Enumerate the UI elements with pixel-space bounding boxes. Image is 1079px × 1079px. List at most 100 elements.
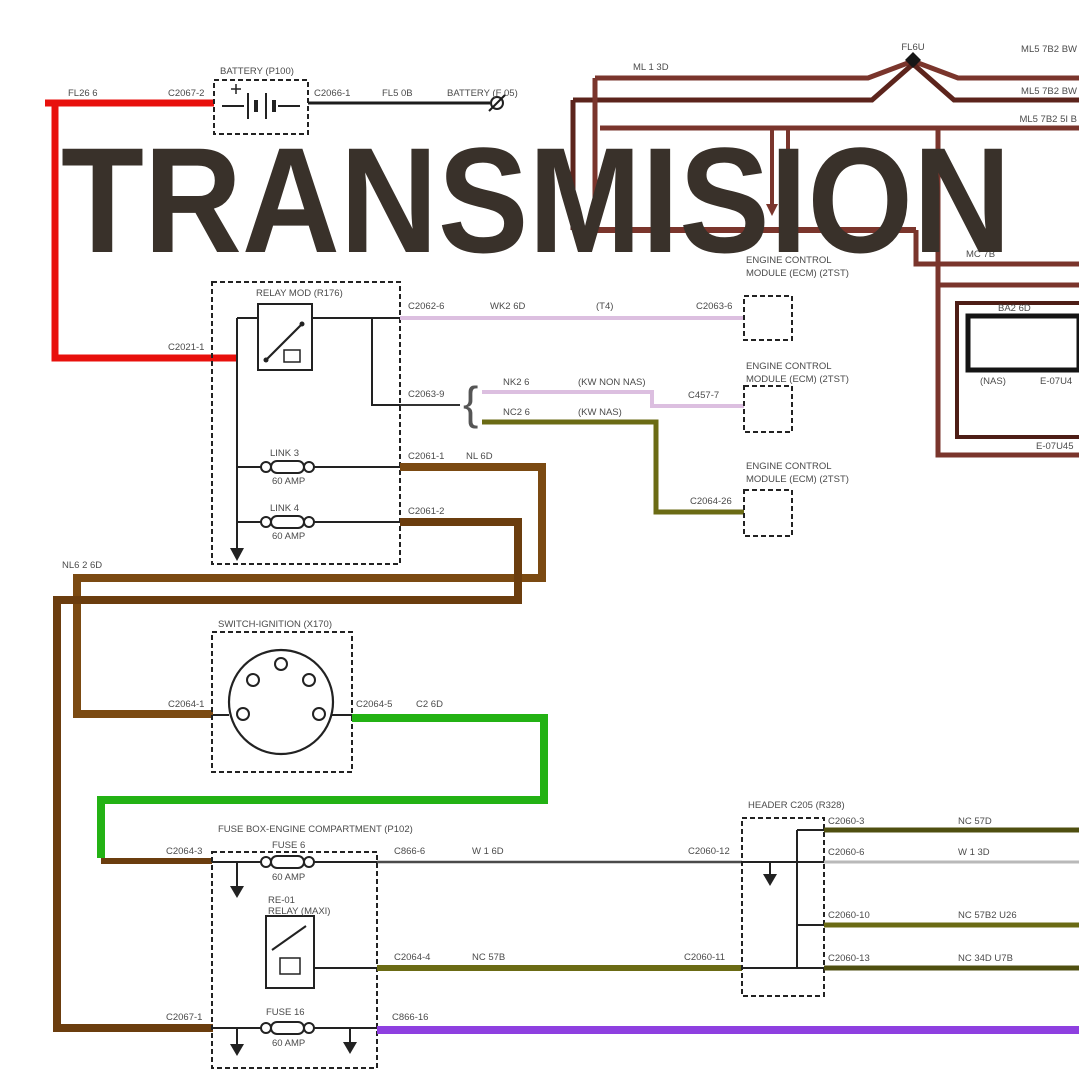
relay-module-box [211, 281, 401, 565]
wire-label-ml57-3: ML5 7B2 5I B [1019, 114, 1077, 125]
ecm-box-1 [743, 295, 793, 341]
transmision-overlay-title: TRANSMISION [61, 116, 1011, 284]
ignition-title: SWITCH-IGNITION (X170) [218, 619, 332, 630]
fuse16-icon [270, 1021, 305, 1035]
brown-feed-to-ignition [73, 463, 546, 718]
wire-label-fl26: FL26 6 [68, 88, 98, 99]
connector-label-c2064-1: C2064-1 [168, 699, 204, 710]
battery-box [213, 79, 309, 135]
connector-label-c2064-3: C2064-3 [166, 846, 202, 857]
connector-label-c866-16: C866-16 [392, 1012, 428, 1023]
wire-label-w16d: W 1 6D [472, 846, 504, 857]
down-arrow-icon [230, 548, 244, 561]
wire-label-nc57b: NC 57B [472, 952, 505, 963]
connector-label-c2063-6: C2063-6 [696, 301, 732, 312]
fuse-end-icon [303, 461, 315, 473]
relay-maxi-title-line1: RE-01 [268, 895, 295, 906]
ground-label-e07u4: E-07U4 [1040, 376, 1072, 387]
wire-label-ml13d: ML 1 3D [633, 62, 669, 73]
connector-label-c2064-26: C2064-26 [690, 496, 732, 507]
relay-coil-icon [283, 349, 301, 363]
fuse-end-icon [303, 1022, 315, 1034]
fuse-end-icon [260, 516, 272, 528]
relay-contact-icon [265, 323, 303, 361]
wire-label-fl50b: FL5 0B [382, 88, 413, 99]
olive-wire-ecm3 [482, 419, 744, 515]
wire-label-c26d: C2 6D [416, 699, 443, 710]
header-out-stubs [797, 829, 824, 969]
wire-label-ba26d: BA2 6D [998, 303, 1031, 314]
terminal-label: BATTERY (F 05) [447, 88, 518, 99]
connector-label-c2060-12: C2060-12 [688, 846, 730, 857]
header-c205: HEADER C205 (R328) C2060-12 C2060-11 C20… [684, 800, 1079, 997]
connector-label-c2060-11: C2060-11 [684, 952, 725, 963]
ecm3-title-line1: ENGINE CONTROL [746, 461, 832, 472]
ignition-terminal-icon [302, 673, 316, 687]
ecm-box-2 [743, 385, 793, 433]
wire-label-nc57d: NC 57D [958, 816, 992, 827]
maroon-right-loop-outer [935, 128, 1079, 458]
wire-label-wk26d: WK2 6D [490, 301, 526, 312]
tag-kw-nas: (KW NAS) [578, 407, 622, 418]
relay-terminal-dot [263, 357, 269, 363]
wire-label-w13d: W 1 3D [958, 847, 990, 858]
down-arrow-icon [343, 1042, 357, 1054]
junction-diamond-icon [905, 52, 921, 68]
fusible-link4-icon [270, 515, 305, 529]
wire-label-ml57-2: ML5 7B2 BW [1021, 86, 1077, 97]
wire-label-nl6d: NL 6D [466, 451, 493, 462]
down-arrow-icon [230, 886, 244, 898]
connector-label-c2061-2: C2061-2 [408, 506, 444, 517]
fuse16-label: FUSE 16 [266, 1007, 305, 1018]
connector-label-c2067-2: C2067-2 [168, 88, 204, 99]
wire-label-nc34d: NC 34D U7B [958, 953, 1013, 964]
link4-amp-label: 60 AMP [272, 531, 305, 542]
ignition-terminal-icon [236, 707, 250, 721]
connector-label-c2061-1: C2061-1 [408, 451, 444, 462]
connector-label-c2063-9: C2063-9 [408, 389, 444, 400]
ecm1-title-line1: ENGINE CONTROL [746, 255, 832, 266]
fuse-end-icon [303, 856, 315, 868]
relay-branch-line [371, 318, 400, 406]
fusible-link3-icon [270, 460, 305, 474]
header-box [741, 817, 825, 997]
ecm-box-3 [743, 489, 793, 537]
relay-maxi-contact-icon [271, 925, 307, 951]
ignition-switch-box [211, 631, 353, 773]
fuse-box: FUSE BOX-ENGINE COMPARTMENT (P102) C2064… [166, 824, 505, 1069]
fuse6-label: FUSE 6 [272, 840, 305, 851]
pink-wire-ecm2 [482, 390, 744, 408]
green-ignition-wire [97, 714, 548, 858]
connector-label-c2066-1: C2066-1 [314, 88, 350, 99]
connector-label-c2060-13: C2060-13 [828, 953, 870, 964]
ignition-terminal-icon [312, 707, 326, 721]
ignition-terminal-icon [274, 657, 288, 671]
connector-label-c2060-6: C2060-6 [828, 847, 864, 858]
wire-label-mc7b: MC 7B [966, 249, 995, 260]
ring-terminal-slash [488, 94, 506, 112]
wire-label-fl6u: FL6U [901, 42, 924, 53]
connector-label-c866-6: C866-6 [394, 846, 425, 857]
connector-label-c2021-1: C2021-1 [168, 342, 204, 353]
wire-label-nc57b2: NC 57B2 U26 [958, 910, 1017, 921]
ecm-wiring: { NK2 6 (KW NON NAS) C457-7 NC2 6 (KW NA… [400, 255, 849, 537]
relay-inner-box [257, 303, 313, 371]
down-arrow-icon [782, 204, 794, 216]
wire-label-nl626d: NL6 2 6D [62, 560, 102, 571]
down-arrow-icon [230, 1044, 244, 1056]
fuse-end-icon [260, 461, 272, 473]
fuse-end-icon [260, 856, 272, 868]
link4-label: LINK 4 [270, 503, 299, 514]
ecm3-title-line2: MODULE (ECM) (2TST) [746, 474, 849, 485]
fuse6-icon [270, 855, 305, 869]
maroon-right-loop-inner [955, 301, 1079, 439]
battery-symbol-icon [222, 84, 300, 119]
nas-tag: (NAS) [980, 376, 1006, 387]
fuse-end-icon [260, 1022, 272, 1034]
tag-kw-non-nas: (KW NON NAS) [578, 377, 646, 388]
ignition-terminal-icon [246, 673, 260, 687]
ignition-switch: SWITCH-IGNITION (X170) C2064-1 C2064-5 C… [168, 619, 443, 773]
battery-title: BATTERY (P100) [220, 66, 294, 77]
relay-module-title: RELAY MOD (R176) [256, 288, 343, 299]
connector-label-c457-7: C457-7 [688, 390, 719, 401]
